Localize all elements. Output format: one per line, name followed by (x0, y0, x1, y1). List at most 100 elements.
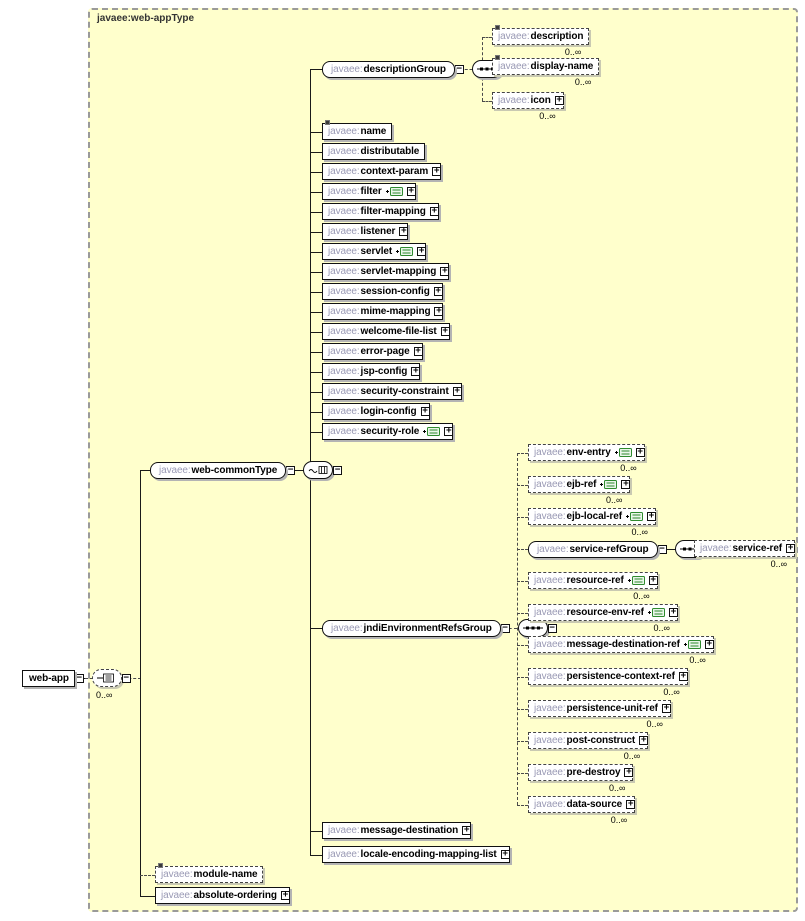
collapse-icon[interactable]: − (74, 672, 84, 683)
expand-icon[interactable]: + (621, 479, 631, 489)
key-constraint-icon (614, 448, 632, 457)
expand-icon[interactable]: + (434, 306, 444, 316)
expand-icon[interactable]: + (554, 95, 564, 105)
node-persistence-unit-ref: javaee: persistence-unit-ref + 0..∞ (528, 700, 673, 729)
expand-icon[interactable]: + (433, 286, 443, 296)
expand-icon[interactable]: + (417, 246, 427, 256)
element-absolute-ordering[interactable]: javaee: absolute-ordering + (155, 887, 290, 904)
all-compositor[interactable] (303, 461, 334, 479)
connector (140, 470, 141, 897)
element-security-role[interactable]: javaee: security-role + (322, 423, 454, 440)
group-jndiEnvironmentRefsGroup[interactable]: javaee: jndiEnvironmentRefsGroup (322, 619, 501, 637)
choice-compositor[interactable] (91, 669, 122, 687)
group-web-commonType[interactable]: javaee: web-commonType (150, 461, 287, 479)
element-jsp-config[interactable]: javaee: jsp-config + (322, 363, 421, 380)
expand-icon[interactable]: + (399, 226, 409, 236)
expand-icon[interactable]: + (452, 386, 462, 396)
node-error-page: javaee: error-page + (322, 343, 423, 360)
expand-icon[interactable]: + (429, 206, 439, 216)
element-servlet-mapping[interactable]: javaee: servlet-mapping + (322, 263, 450, 280)
expand-icon[interactable]: + (444, 426, 454, 436)
occurrence-label: 0..∞ (610, 815, 628, 825)
node-security-role: javaee: security-role + (322, 423, 454, 440)
expand-icon[interactable]: + (432, 166, 442, 176)
element-distributable[interactable]: javaee: distributable (322, 143, 426, 160)
collapse-icon[interactable]: − (454, 63, 464, 74)
element-persistence-context-ref[interactable]: javaee: persistence-context-ref + (528, 668, 690, 687)
collapse-icon[interactable]: − (121, 672, 131, 683)
group-service-refGroup[interactable]: javaee: service-refGroup (528, 540, 658, 558)
collapse-icon[interactable]: − (657, 543, 667, 554)
element-context-param[interactable]: javaee: context-param + (322, 163, 442, 180)
node-ejb-ref: javaee: ejb-ref + 0..∞ (528, 476, 633, 505)
expand-icon[interactable]: + (626, 799, 636, 809)
element-ejb-ref[interactable]: javaee: ejb-ref + (528, 476, 633, 495)
element-servlet[interactable]: javaee: servlet + (322, 243, 427, 260)
element-filter-mapping[interactable]: javaee: filter-mapping + (322, 203, 439, 220)
element-display-name[interactable]: javaee: display-name (492, 55, 602, 77)
connector (310, 332, 322, 333)
expand-icon[interactable]: + (704, 639, 714, 649)
element-login-config[interactable]: javaee: login-config + (322, 403, 430, 420)
expand-icon[interactable]: + (678, 671, 688, 681)
element-welcome-file-list[interactable]: javaee: welcome-file-list + (322, 323, 450, 340)
expand-icon[interactable]: + (440, 326, 450, 336)
expand-icon[interactable]: + (661, 703, 671, 713)
expand-icon[interactable]: + (648, 575, 658, 585)
element-web-app[interactable]: web-app (22, 669, 75, 687)
expand-icon[interactable]: + (462, 825, 472, 835)
element-ejb-local-ref[interactable]: javaee: ejb-local-ref + (528, 508, 658, 527)
collapse-icon[interactable]: − (333, 464, 343, 475)
connector (310, 252, 322, 253)
element-mime-mapping[interactable]: javaee: mime-mapping + (322, 303, 444, 320)
collapse-icon[interactable]: − (500, 622, 510, 633)
collapse-icon[interactable]: − (286, 464, 296, 475)
expand-icon[interactable]: + (635, 447, 645, 457)
expand-icon[interactable]: + (624, 767, 634, 777)
connector (310, 132, 322, 133)
expand-icon[interactable]: + (413, 346, 423, 356)
element-session-config[interactable]: javaee: session-config + (322, 283, 443, 300)
element-env-entry[interactable]: javaee: env-entry + (528, 444, 647, 463)
complex-type-frame (88, 8, 798, 912)
element-message-destination-ref[interactable]: javaee: message-destination-ref + (528, 636, 716, 655)
expand-icon[interactable]: + (500, 849, 510, 859)
element-persistence-unit-ref[interactable]: javaee: persistence-unit-ref + (528, 700, 673, 719)
node-security-constraint: javaee: security-constraint + (322, 383, 462, 400)
element-pre-destroy[interactable]: javaee: pre-destroy + (528, 764, 636, 783)
element-listener[interactable]: javaee: listener + (322, 223, 409, 240)
element-filter[interactable]: javaee: filter + (322, 183, 416, 200)
element-description[interactable]: javaee: description (492, 25, 592, 47)
expand-icon[interactable]: + (646, 511, 656, 521)
element-icon[interactable]: javaee: icon + (492, 92, 566, 111)
connector (482, 37, 492, 38)
element-resource-env-ref[interactable]: javaee: resource-env-ref + (528, 604, 680, 623)
key-constraint-icon (423, 427, 441, 436)
element-module-name[interactable]: javaee: module-name (155, 863, 264, 883)
expand-icon[interactable]: + (668, 607, 678, 617)
element-security-constraint[interactable]: javaee: security-constraint + (322, 383, 462, 400)
element-data-source[interactable]: javaee: data-source + (528, 796, 638, 815)
expand-icon[interactable]: + (639, 735, 649, 745)
node-servlet-mapping: javaee: servlet-mapping + (322, 263, 450, 280)
expand-icon[interactable]: + (406, 186, 416, 196)
connector (482, 101, 492, 102)
node-description: javaee: description 0..∞ (492, 25, 592, 57)
expand-icon[interactable]: + (280, 890, 290, 900)
element-message-destination[interactable]: javaee: message-destination + (322, 822, 472, 839)
node-data-source: javaee: data-source + 0..∞ (528, 796, 638, 825)
connector (517, 613, 528, 614)
expand-icon[interactable]: + (420, 406, 430, 416)
expand-icon[interactable]: + (440, 266, 450, 276)
element-name[interactable]: javaee: name (322, 120, 393, 140)
element-service-ref[interactable]: javaee: service-ref + (694, 540, 798, 559)
element-locale-encoding-mapping-list[interactable]: javaee: locale-encoding-mapping-list + (322, 846, 510, 863)
expand-icon[interactable]: + (786, 543, 796, 553)
element-error-page[interactable]: javaee: error-page + (322, 343, 423, 360)
group-descriptionGroup[interactable]: javaee: descriptionGroup (322, 60, 455, 78)
descriptionGroup-row: javaee: descriptionGroup − − (322, 60, 511, 78)
expand-icon[interactable]: + (411, 366, 421, 376)
element-post-construct[interactable]: javaee: post-construct + (528, 732, 651, 751)
element-resource-ref[interactable]: javaee: resource-ref + (528, 572, 660, 591)
collapse-icon[interactable]: − (547, 622, 557, 633)
